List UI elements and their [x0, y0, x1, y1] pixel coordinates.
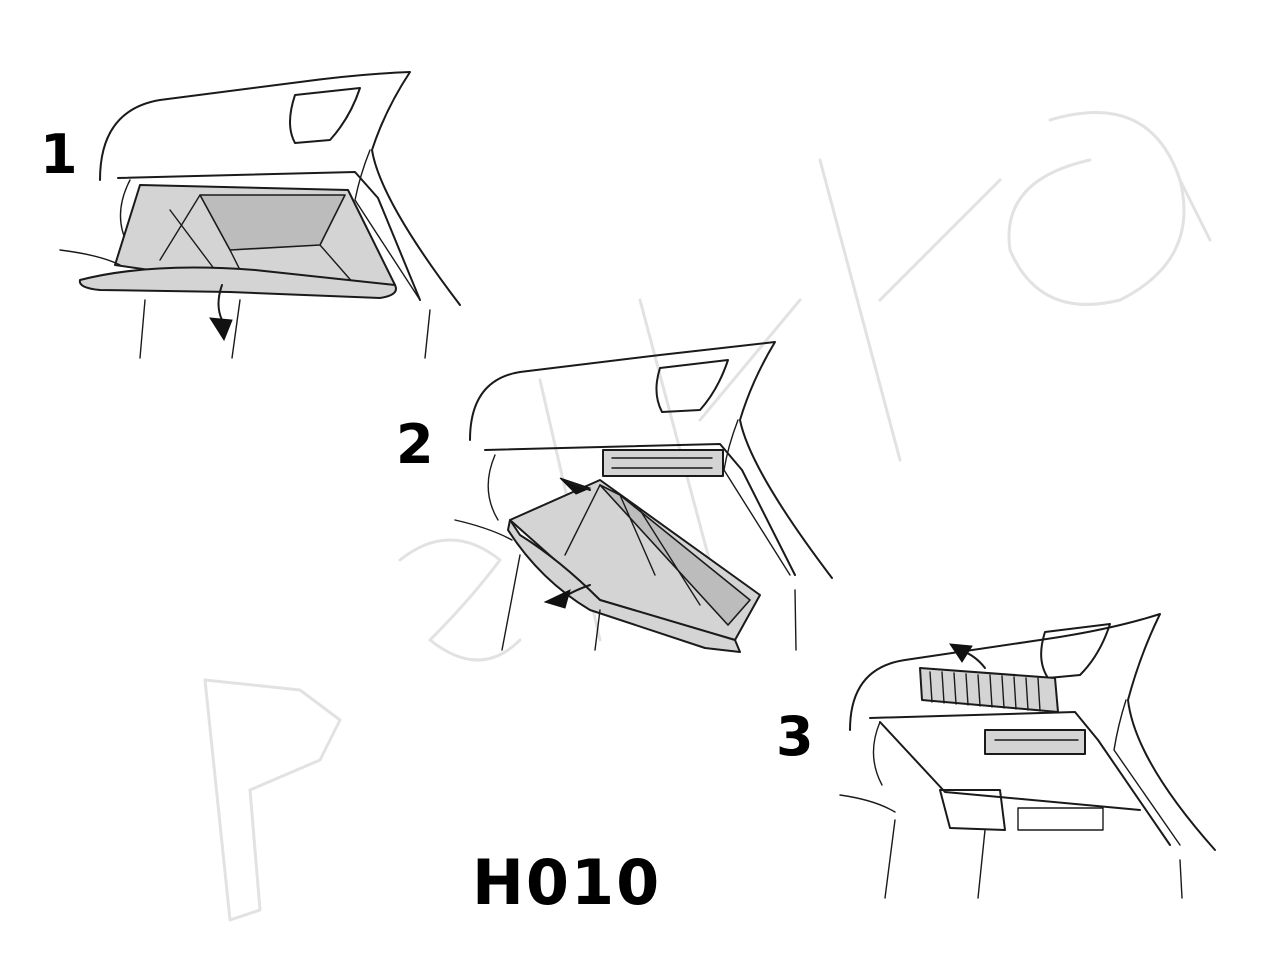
- step-3-illustration: [839, 613, 1216, 899]
- step-2-illustration: [454, 341, 833, 653]
- part-code-label: H010: [472, 846, 662, 919]
- step-number-1: 1: [40, 123, 78, 186]
- step-number-2: 2: [396, 413, 434, 476]
- cabin-filter-icon: [919, 667, 1059, 713]
- step-1-illustration: [59, 71, 461, 359]
- step-number-3: 3: [776, 705, 814, 768]
